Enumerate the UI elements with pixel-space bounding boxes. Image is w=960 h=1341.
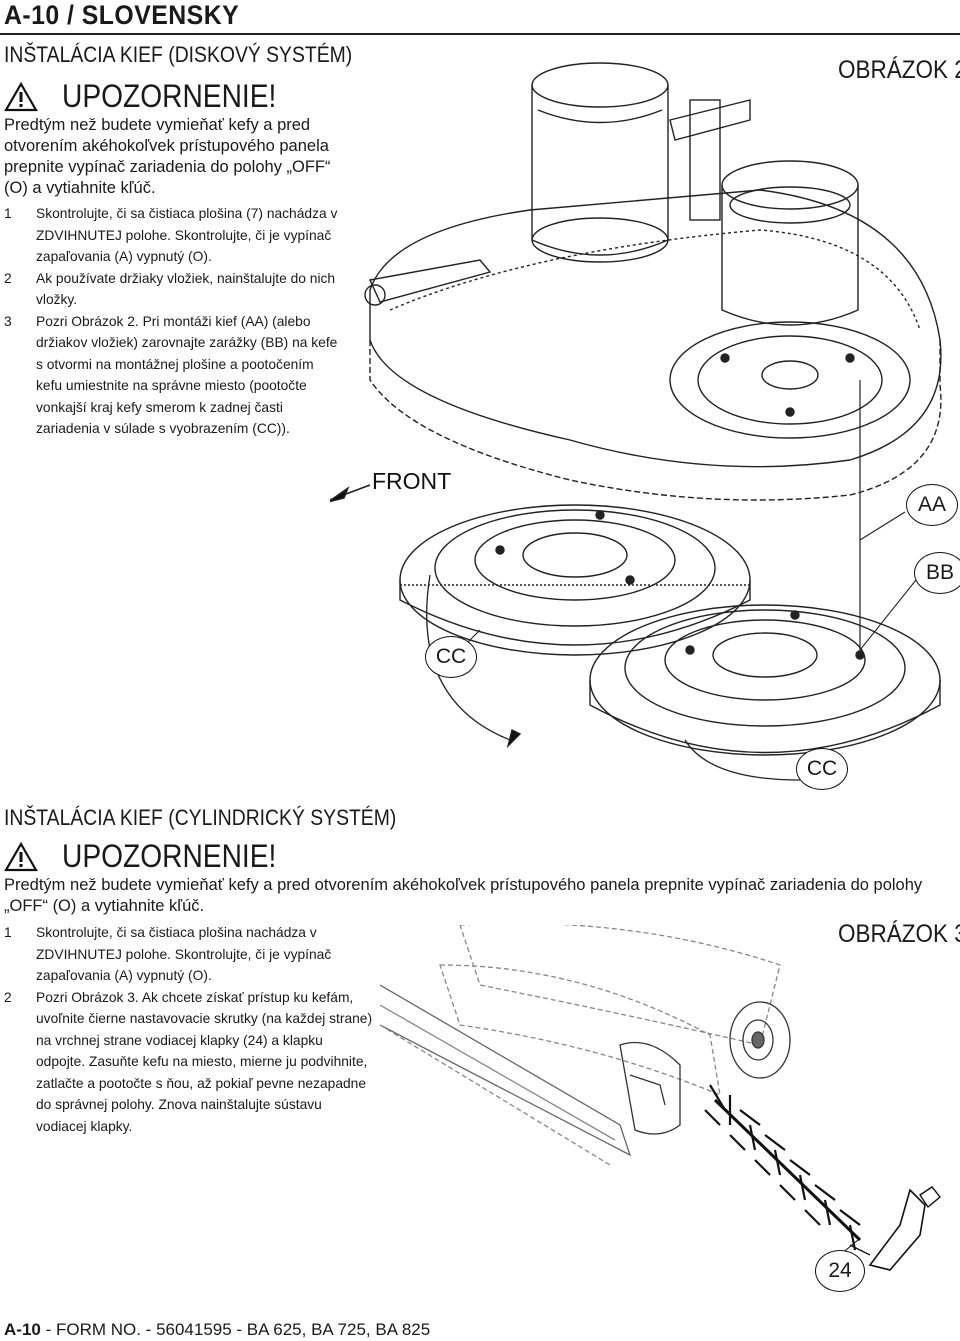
callout-aa: AA [906, 484, 958, 526]
callout-24: 24 [815, 1250, 865, 1292]
warning-heading-2: UPOZORNENIE! [4, 838, 306, 875]
footer-page-number: A-10 [4, 1320, 41, 1339]
callout-bb: BB [914, 552, 960, 594]
warning-label: UPOZORNENIE! [62, 838, 277, 874]
warning-triangle-icon [4, 81, 38, 111]
figure-3-cylindrical-brush-illustration [380, 925, 941, 1271]
figure-2-brush-install-illustration: FRONT [330, 62, 942, 781]
figure-3-label: OBRÁZOK 3 [838, 920, 960, 948]
front-label: FRONT [372, 468, 451, 494]
page-header-title: A-10 / SLOVENSKY [4, 0, 240, 30]
warning-triangle-icon [4, 841, 38, 871]
callout-cc-2: CC [796, 748, 848, 790]
page-footer: A-10 - FORM NO. - 56041595 - BA 625, BA … [4, 1320, 430, 1340]
footer-form-number: - FORM NO. - 56041595 - BA 625, BA 725, … [40, 1320, 431, 1339]
figure-2-label: OBRÁZOK 2 [838, 56, 960, 84]
warning-heading-1: UPOZORNENIE! [4, 78, 306, 115]
header-rule [0, 33, 960, 35]
warning-text-2: Predtým než budete vymieňať kefy a pred … [4, 876, 923, 915]
section-title-cylindrical: INŠTALÁCIA KIEF (CYLINDRICKÝ SYSTÉM) [4, 805, 397, 830]
section-title-disk: INŠTALÁCIA KIEF (DISKOVÝ SYSTÉM) [4, 42, 353, 67]
warning-text-1: Predtým než budete vymieňať kefy a pred … [4, 116, 331, 197]
warning-label: UPOZORNENIE! [62, 78, 277, 114]
callout-cc: CC [425, 636, 477, 678]
